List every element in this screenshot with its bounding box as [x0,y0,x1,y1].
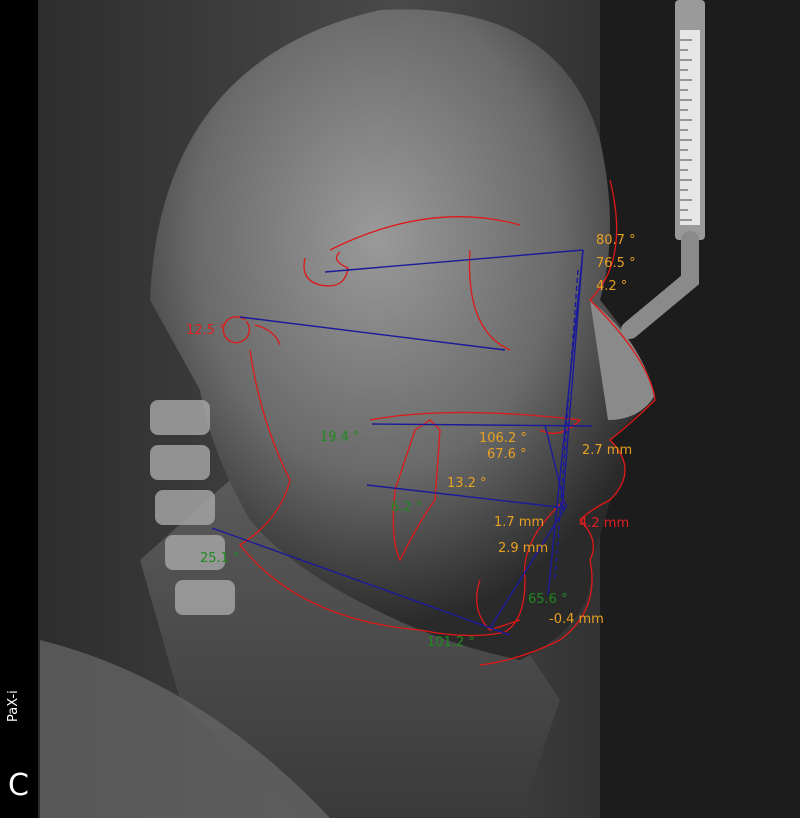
n-b-line [547,249,584,596]
impa-angle: 101.2 ° [427,635,475,650]
occlusal-line [366,484,567,509]
reference-lines [211,249,593,636]
lip-distance: 4.2 mm [579,516,629,531]
pog-nperp-distance: -0.4 mm [549,612,604,627]
palatal-line [371,423,593,427]
occlusal-fh-angle: 6.2 ° [391,500,422,515]
skull [150,9,655,661]
n-a-line [561,249,584,511]
neck-soft-tissue [140,480,560,818]
upper-incisor-axis [544,424,566,506]
u1-pp-angle: 106.2 ° [479,431,527,446]
ruler-ticks [680,39,692,221]
a-nperp-distance: 2.7 mm [582,443,632,458]
anb-angle: 4.2 ° [596,279,627,294]
cervical-spine [150,400,235,615]
anatomical-tracing [222,179,656,666]
left-border [0,0,38,818]
impa-complement-angle: 65.6 ° [528,592,568,607]
incisor-axis [489,504,568,629]
panel-letter: C [8,768,29,803]
sna-angle: 80.7 ° [596,233,636,248]
device-label: PaX-i [6,690,21,722]
nose [590,300,655,420]
u1-apo-distance: 1.7 mm [494,515,544,530]
palatal-angle: 19.4 ° [320,430,360,445]
l1-apo-distance: 2.9 mm [498,541,548,556]
fh-angle: 12.5 ° [186,323,226,338]
frankfort-line [239,316,506,351]
occlusal-angle: 13.2 ° [447,476,487,491]
fma-angle: 25.1 ° [200,551,240,566]
n-perp-line [554,269,579,581]
u1-sn-angle: 67.6 ° [487,447,527,462]
mandibular-plane [211,527,511,636]
shoulder [40,640,330,818]
sn-line [324,249,584,273]
measurement-labels: 80.7 ° 76.5 ° 4.2 ° 12.5 ° 19.4 ° 106.2 … [186,233,636,650]
snb-angle: 76.5 ° [596,256,636,271]
